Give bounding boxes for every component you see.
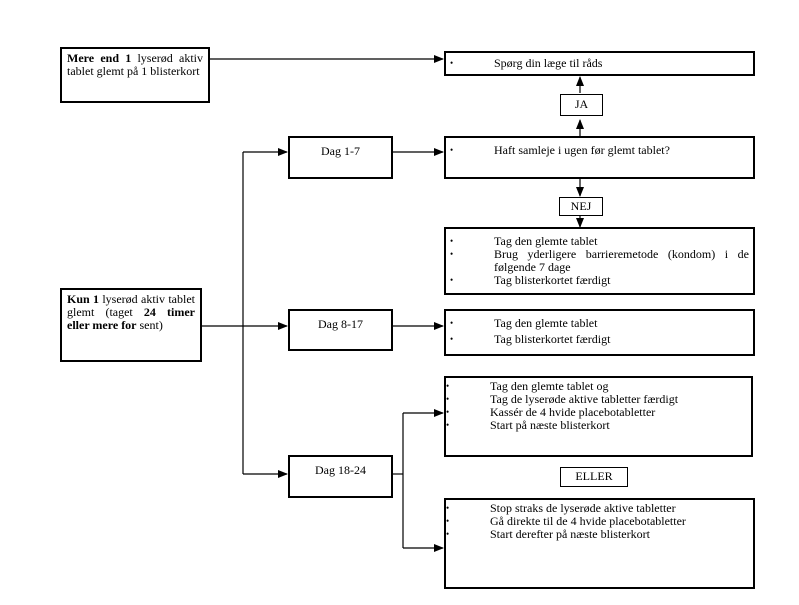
condition-one-bold-1: Kun 1	[67, 292, 100, 306]
no-label-text: NEJ	[570, 199, 592, 213]
day-8-17-actions-box: Tag den glemte tablet Tag blisterkortet …	[444, 309, 755, 356]
list-item: Haft samleje i ugen før glemt tablet?	[450, 144, 753, 158]
list-item: Tag blisterkortet færdigt	[450, 333, 753, 347]
list-item: Tag den glemte tablet	[450, 235, 749, 249]
condition-one-text-1: lyserød aktiv tablet glemt (taget	[67, 292, 195, 319]
condition-only-one: Kun 1 lyserød aktiv tablet glemt (taget …	[60, 288, 202, 362]
intercourse-question-box: Haft samleje i ugen før glemt tablet?	[444, 136, 755, 179]
list-item: Kassér de 4 hvide placebotabletter	[446, 406, 751, 420]
day-8-17-box: Dag 8-17	[288, 309, 393, 351]
list-item: Tag blisterkortet færdigt	[450, 274, 749, 288]
no-branch-actions-box: Tag den glemte tablet Brug yderligere ba…	[444, 227, 755, 295]
day-18-24-option-a-list: Tag den glemte tablet og Tag de lyserøde…	[446, 380, 751, 433]
or-label-text: ELLER	[575, 469, 613, 483]
list-item: Tag den glemte tablet og	[446, 380, 751, 394]
yes-label: JA	[560, 94, 603, 116]
or-label: ELLER	[560, 467, 628, 487]
condition-one-text-2: sent)	[136, 318, 163, 332]
condition-more-than-one: Mere end 1 lyserød aktiv tablet glemt på…	[60, 47, 210, 103]
list-item: Start derefter på næste blisterkort	[446, 528, 753, 542]
list-item: Spørg din læge til råds	[450, 57, 753, 71]
list-item: Brug yderligere barrieremetode (kondom) …	[450, 248, 749, 274]
no-label: NEJ	[559, 197, 603, 216]
list-item: Gå direkte til de 4 hvide placebotablett…	[446, 515, 753, 529]
list-item: Stop straks de lyserøde aktive tabletter	[446, 502, 753, 516]
list-item: Tag den glemte tablet	[450, 317, 753, 331]
day-8-17-list: Tag den glemte tablet Tag blisterkortet …	[450, 317, 753, 347]
day-1-7-box: Dag 1-7	[288, 136, 393, 179]
intercourse-list: Haft samleje i ugen før glemt tablet?	[450, 144, 753, 158]
day-1-7-label: Dag 1-7	[321, 144, 360, 158]
day-18-24-option-a-box: Tag den glemte tablet og Tag de lyserøde…	[444, 376, 753, 457]
condition-one-bold-2: 24 timer eller mere for	[67, 305, 195, 332]
ask-doctor-list: Spørg din læge til råds	[450, 57, 753, 71]
day-18-24-box: Dag 18-24	[288, 455, 393, 498]
day-18-24-option-b-box: Stop straks de lyserøde aktive tabletter…	[444, 498, 755, 589]
day-8-17-label: Dag 8-17	[318, 317, 363, 331]
day-18-24-label: Dag 18-24	[315, 463, 366, 477]
day-18-24-option-b-list: Stop straks de lyserøde aktive tabletter…	[446, 502, 753, 542]
yes-label-text: JA	[574, 97, 589, 111]
condition-more-bold: Mere end 1	[67, 51, 132, 65]
list-item: Start på næste blisterkort	[446, 419, 751, 433]
condition-more-text: lyserød aktiv tablet glemt på 1 blisterk…	[67, 51, 203, 78]
ask-doctor-box: Spørg din læge til råds	[444, 51, 755, 76]
no-branch-list: Tag den glemte tablet Brug yderligere ba…	[450, 235, 749, 288]
list-item: Tag de lyserøde aktive tabletter færdigt	[446, 393, 751, 407]
